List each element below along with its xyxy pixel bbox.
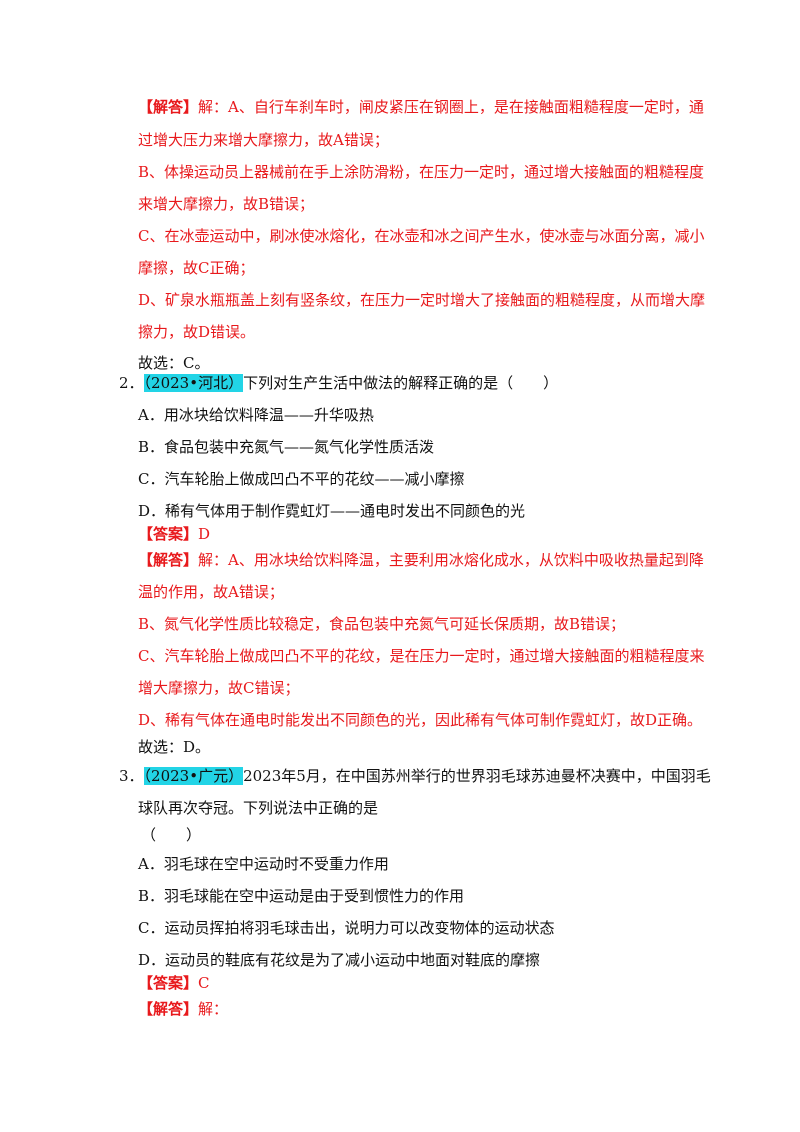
q1-analysis-line-2: 过增大压力来增大摩擦力，故A错误； bbox=[138, 131, 389, 149]
q3-blank-parens: （ ） bbox=[141, 826, 202, 844]
q3-number: 3． bbox=[119, 767, 144, 785]
q2-option-c: C．汽车轮胎上做成凹凸不平的花纹——减小摩擦 bbox=[138, 470, 465, 488]
q2-analysis-text: 解：A、用冰块给饮料降温，主要利用冰熔化成水，从饮料中吸收热量起到降 bbox=[198, 551, 704, 569]
q3-answer-value: C bbox=[198, 974, 210, 992]
q3-option-c: C．运动员挥拍将羽毛球击出，说明力可以改变物体的运动状态 bbox=[138, 919, 555, 937]
q3-option-d: D．运动员的鞋底有花纹是为了减小运动中地面对鞋底的摩擦 bbox=[138, 951, 541, 969]
q1-analysis-line-7: D、矿泉水瓶瓶盖上刻有竖条纹，在压力一定时增大了接触面的粗糙程度，从而增大摩 bbox=[138, 291, 706, 309]
q1-analysis-line-1: 【解答】解：A、自行车刹车时，闸皮紧压在钢圈上，是在接触面粗糙程度一定时，通 bbox=[138, 97, 704, 117]
q2-analysis-label: 【解答】 bbox=[138, 551, 199, 569]
q3-analysis-label: 【解答】 bbox=[138, 1000, 199, 1018]
q1-analysis-line-6: 摩擦，故C正确； bbox=[138, 259, 255, 277]
q2-conclusion: 故选：D。 bbox=[138, 738, 211, 756]
q3-analysis-text: 解： bbox=[198, 1000, 229, 1018]
q3-answer: 【答案】C bbox=[138, 973, 210, 993]
q2-answer-label: 【答案】 bbox=[138, 525, 199, 543]
q1-analysis-line-8: 擦力，故D错误。 bbox=[138, 323, 256, 341]
q2-answer: 【答案】D bbox=[138, 524, 210, 544]
q3-option-b: B．羽毛球能在空中运动是由于受到惯性力的作用 bbox=[138, 887, 465, 905]
q2-analysis-line-5: 增大摩擦力，故C错误； bbox=[138, 679, 300, 697]
q2-option-b: B．食品包装中充氮气——氮气化学性质活泼 bbox=[138, 438, 435, 456]
q2-analysis-line-6: D、稀有气体在通电时能发出不同颜色的光，因此稀有气体可制作霓虹灯，故D正确。 bbox=[138, 711, 703, 729]
q3-answer-label: 【答案】 bbox=[138, 974, 199, 992]
q1-analysis-label: 【解答】 bbox=[138, 98, 199, 116]
q1-analysis-line-4: 来增大摩擦力，故B错误； bbox=[138, 195, 315, 213]
q3-source-tag: （2023•广元） bbox=[143, 767, 244, 785]
q2-stem: 2．（2023•河北）下列对生产生活中做法的解释正确的是（ ） bbox=[119, 373, 558, 393]
q3-stem-line-2: 球队再次夺冠。下列说法中正确的是 bbox=[138, 799, 379, 817]
q2-analysis-line-2: 温的作用，故A错误； bbox=[138, 583, 284, 601]
q3-stem-text: 2023年5月，在中国苏州举行的世界羽毛球苏迪曼杯决赛中，中国羽毛 bbox=[243, 767, 711, 785]
q1-analysis-line-3: B、体操运动员上器械前在手上涂防滑粉，在压力一定时，通过增大接触面的粗糙程度 bbox=[138, 163, 705, 181]
q2-source-tag: （2023•河北） bbox=[143, 374, 244, 392]
q1-analysis-line-5: C、在冰壶运动中，刷冰使冰熔化，在冰壶和冰之间产生水，使冰壶与冰面分离，减小 bbox=[138, 227, 705, 245]
q2-number: 2． bbox=[119, 374, 144, 392]
q3-option-a: A．羽毛球在空中运动时不受重力作用 bbox=[138, 855, 389, 873]
q3-stem: 3．（2023•广元）2023年5月，在中国苏州举行的世界羽毛球苏迪曼杯决赛中，… bbox=[119, 766, 711, 786]
q2-analysis-line-4: C、汽车轮胎上做成凹凸不平的花纹，是在压力一定时，通过增大接触面的粗糙程度来 bbox=[138, 647, 705, 665]
q2-answer-value: D bbox=[198, 525, 211, 543]
q1-conclusion: 故选：C。 bbox=[138, 354, 210, 372]
q2-analysis-line-3: B、氮气化学性质比较稳定，食品包装中充氮气可延长保质期，故B错误； bbox=[138, 615, 626, 633]
q3-analysis-line-1: 【解答】解： bbox=[138, 999, 228, 1019]
q2-stem-text: 下列对生产生活中做法的解释正确的是（ ） bbox=[243, 374, 559, 392]
q1-analysis-text: 解：A、自行车刹车时，闸皮紧压在钢圈上，是在接触面粗糙程度一定时，通 bbox=[198, 98, 704, 116]
q2-analysis-line-1: 【解答】解：A、用冰块给饮料降温，主要利用冰熔化成水，从饮料中吸收热量起到降 bbox=[138, 550, 704, 570]
q2-option-d: D．稀有气体用于制作霓虹灯——通电时发出不同颜色的光 bbox=[138, 502, 526, 520]
q2-option-a: A．用冰块给饮料降温——升华吸热 bbox=[138, 406, 374, 424]
